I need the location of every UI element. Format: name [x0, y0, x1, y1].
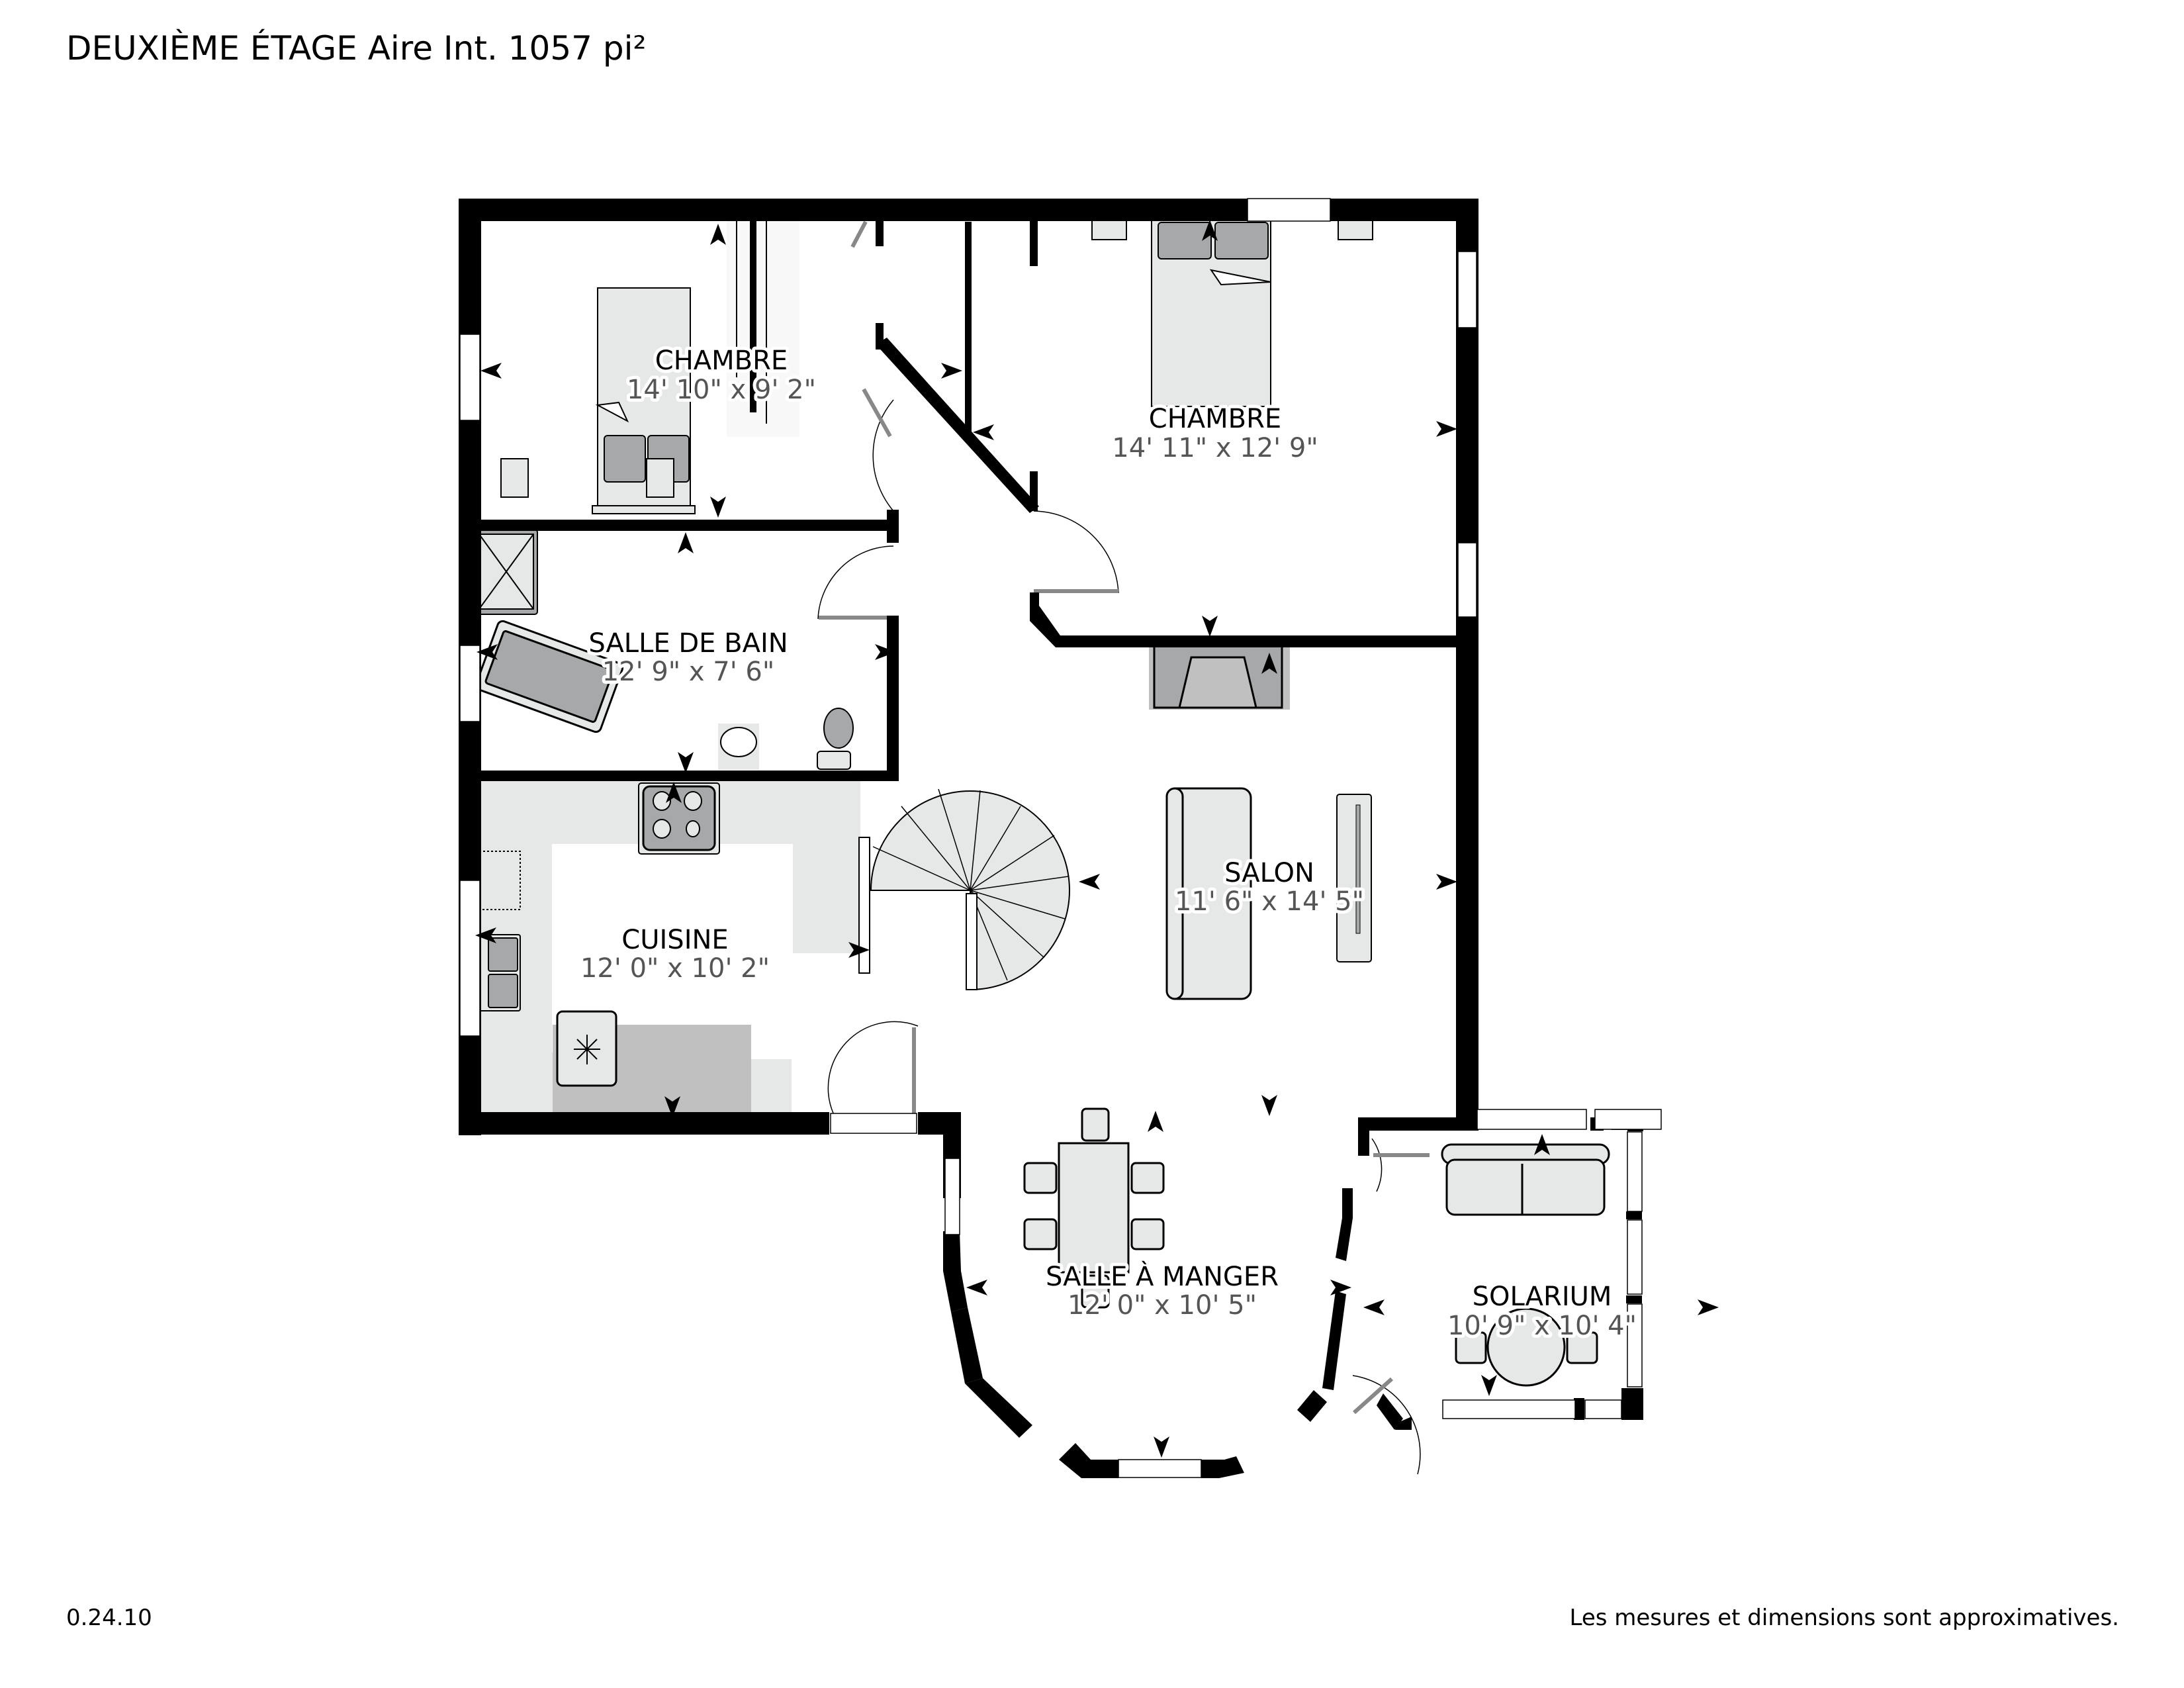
room-name: SALLE DE BAIN	[588, 628, 788, 659]
shower-icon	[473, 529, 538, 615]
disclaimer-text: Les mesures et dimensions sont approxima…	[1569, 1605, 2119, 1631]
room-name: SALLE À MANGER	[1046, 1260, 1279, 1292]
arrow-icon	[1261, 1095, 1277, 1116]
arrow-icon	[941, 363, 962, 379]
tv-stand-icon	[1336, 794, 1372, 962]
door-swings	[817, 399, 1421, 1475]
room-label-salon: SALON 11' 6" x 14' 5"	[1171, 855, 1367, 920]
room-dimensions: 12' 0" x 10' 2"	[580, 953, 770, 984]
room-label-salle-de-bain: SALLE DE BAIN 12' 9" x 7' 6"	[585, 625, 791, 690]
version-label: 0.24.10	[66, 1605, 152, 1631]
bed-icon	[1148, 211, 1273, 407]
arrow-icon	[710, 496, 726, 518]
arrow-icon	[678, 752, 694, 773]
spiral-staircase-icon	[858, 788, 1070, 991]
arrow-icon	[966, 1280, 987, 1295]
room-name: CHAMBRE	[1149, 404, 1281, 434]
arrow-icon	[1436, 421, 1457, 437]
arrow-icon	[480, 363, 502, 379]
room-label-solarium: SOLARIUM 10' 9" x 10' 4"	[1444, 1278, 1640, 1344]
closet-icon	[727, 212, 799, 437]
room-label-chambre-1: CHAMBRE 14' 10" x 9' 2"	[623, 342, 819, 408]
round-table-icon	[1455, 1307, 1598, 1387]
room-label-chambre-2: CHAMBRE 14' 11" x 12' 9"	[1109, 400, 1321, 467]
arrow-icon	[1079, 874, 1100, 890]
door-panels	[819, 220, 1430, 1415]
room-dimensions: 14' 10" x 9' 2"	[627, 375, 816, 405]
room-name: CUISINE	[621, 925, 728, 955]
bathtub-icon	[475, 620, 624, 733]
fridge-icon	[556, 1010, 617, 1087]
windows	[459, 198, 1662, 1478]
sofa-icon	[1441, 1143, 1610, 1216]
room-label-cuisine: CUISINE 12' 0" x 10' 2"	[577, 921, 773, 987]
room-dimensions: 12' 9" x 7' 6"	[602, 657, 775, 687]
dining-table-icon	[1023, 1107, 1165, 1309]
arrow-icon	[1436, 874, 1457, 890]
room-dimensions: 10' 9" x 10' 4"	[1447, 1311, 1637, 1341]
fireplace-icon	[1149, 642, 1290, 710]
page-title: DEUXIÈME ÉTAGE Aire Int. 1057 pi²	[66, 29, 647, 68]
arrow-icon	[1154, 1436, 1169, 1458]
room-label-salle-a-manger: SALLE À MANGER 12' 0" x 10' 5"	[1042, 1257, 1282, 1324]
kitchen-sink-icon	[478, 934, 521, 1011]
dishwasher-icon	[475, 851, 521, 910]
toilet-icon	[817, 708, 854, 770]
room-dimensions: 11' 6" x 14' 5"	[1175, 886, 1364, 917]
room-name: SALON	[1224, 858, 1314, 888]
room-name: CHAMBRE	[655, 346, 788, 376]
arrow-icon	[710, 224, 726, 245]
arrow-icon	[1698, 1299, 1719, 1315]
stove-icon	[638, 782, 720, 855]
arrow-icon	[678, 532, 694, 553]
arrow-icon	[1202, 616, 1218, 637]
nightstand-icon	[646, 458, 674, 498]
room-name: SOLARIUM	[1473, 1282, 1612, 1312]
arrow-icon	[1363, 1299, 1385, 1315]
bathroom-sink-icon	[718, 724, 759, 770]
arrow-icon	[1481, 1375, 1497, 1396]
room-dimensions: 12' 0" x 10' 5"	[1068, 1290, 1257, 1321]
arrow-icon	[1148, 1111, 1163, 1132]
sofa-icon	[1165, 787, 1252, 1000]
nightstand-icon	[500, 458, 529, 498]
room-dimensions: 14' 11" x 12' 9"	[1112, 433, 1318, 463]
